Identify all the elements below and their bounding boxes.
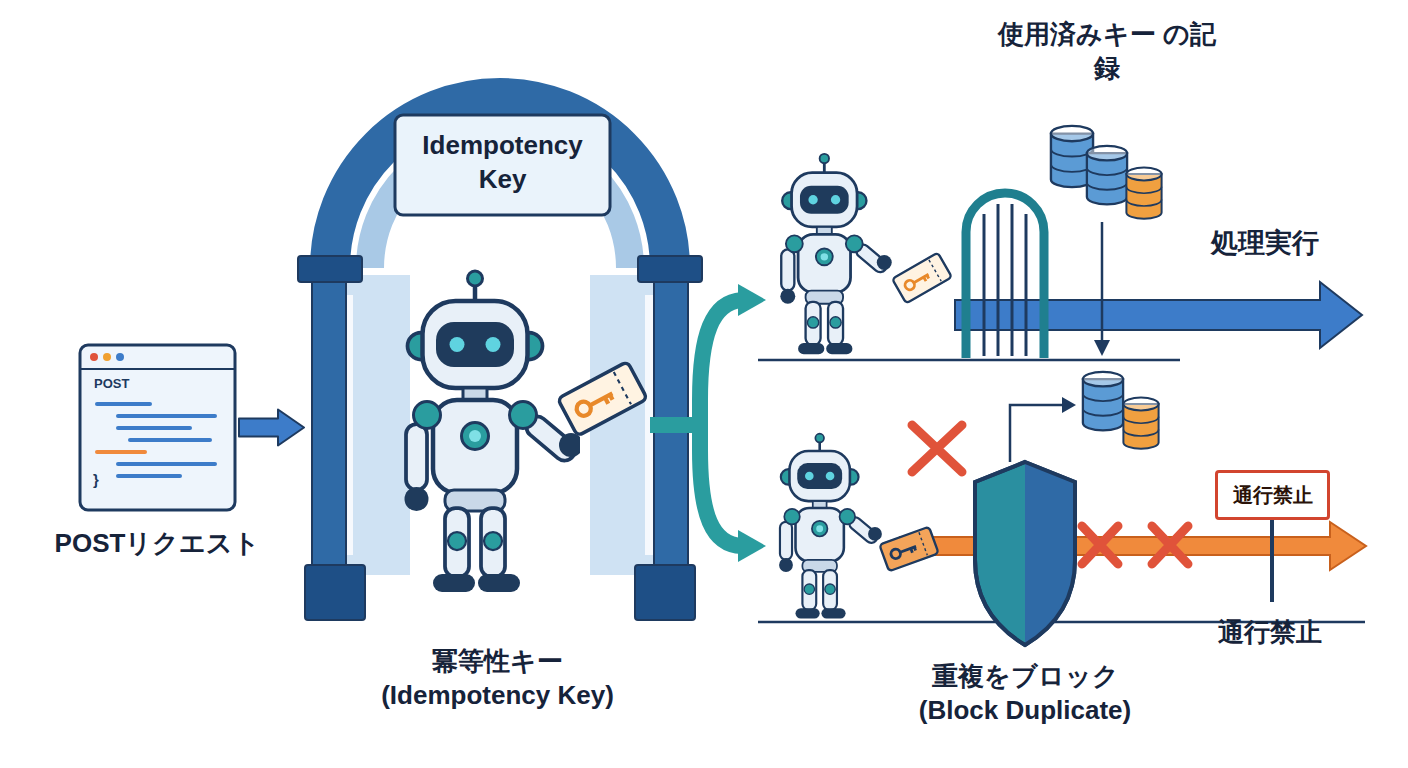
block-marks xyxy=(912,425,1188,564)
key-ticket xyxy=(892,253,952,304)
database xyxy=(1123,398,1158,449)
idempotency-arch: Idempotency Key冪等性キー (Idempotency Key) xyxy=(300,95,695,625)
shield-record-line xyxy=(1010,397,1076,462)
node-title: 重複をブロック (Block Duplicate) xyxy=(905,660,1145,728)
database xyxy=(1087,146,1127,205)
request-window: POST}POSTリクエスト xyxy=(80,345,235,510)
node-title: POST xyxy=(94,376,204,393)
shield xyxy=(975,462,1075,645)
no-entry-sign: 通行禁止 xyxy=(1215,470,1330,520)
request-window-frame xyxy=(80,345,235,510)
record-arrow xyxy=(1094,222,1110,356)
process-arrow xyxy=(955,282,1362,348)
branch-arrows xyxy=(650,300,742,546)
key-ticket xyxy=(558,362,648,437)
sign-post xyxy=(1270,520,1274,602)
node-label: POSTリクエスト xyxy=(25,527,290,561)
robot xyxy=(405,271,584,592)
blocked-label: 通行禁止 xyxy=(1200,616,1340,650)
blocked-arrow xyxy=(900,522,1366,570)
process-label: 処理実行 xyxy=(1190,226,1340,261)
node-label: } xyxy=(93,470,123,490)
node-title: Idempotency Key xyxy=(400,129,605,197)
node-label: 冪等性キー (Idempotency Key) xyxy=(360,645,635,713)
used-key-store: 使用済みキー の記録 xyxy=(1042,120,1172,225)
node-title: 使用済みキー の記録 xyxy=(997,18,1217,86)
database xyxy=(1083,372,1123,431)
gate xyxy=(966,193,1044,358)
idempotency-arch xyxy=(298,98,702,620)
robot xyxy=(780,154,891,354)
robot xyxy=(779,434,882,619)
node-title: 通行禁止 xyxy=(1218,482,1327,508)
flow-arrow xyxy=(239,410,304,446)
branch-arrow-heads xyxy=(738,284,766,562)
ground-line xyxy=(758,359,1180,362)
duplicate-shield: 重複をブロック (Block Duplicate) xyxy=(972,460,1078,650)
database xyxy=(1126,168,1161,219)
duplicate-ticket xyxy=(879,527,938,572)
